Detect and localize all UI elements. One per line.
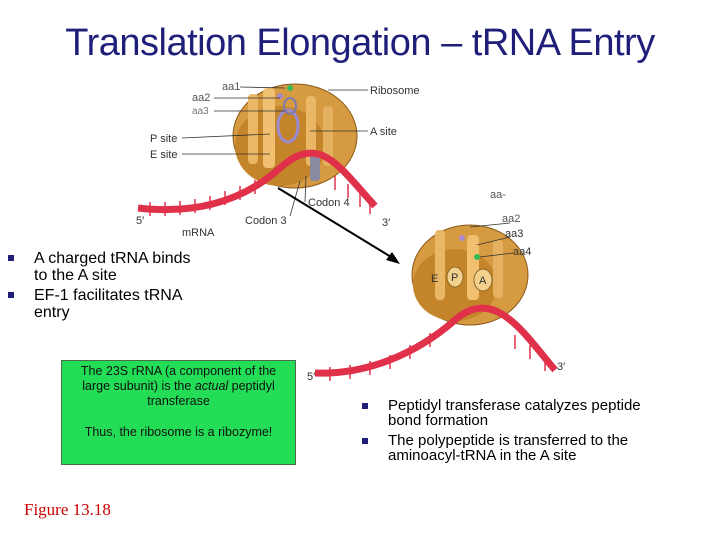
label-5prime: 5′ [136,215,144,227]
label-codon3: Codon 3 [245,215,287,227]
label-aa-incoming: aa- [490,189,506,201]
ribosome-diagram-bottom: aa2 aa3 aa4 E P A 5′ 3′ aa- [307,189,565,383]
bullet-item: The polypeptide is transferred to the am… [362,433,662,463]
label-3prime: 3′ [382,217,390,229]
label-e-site: E site [150,149,178,161]
label-b-5prime: 5′ [307,371,315,383]
label-b-a: A [479,275,487,287]
bullet-marker [362,438,368,444]
label-b-aa3: aa3 [505,228,523,240]
label-aa1: aa1 [222,81,240,93]
callout-line1: The 23S rRNA (a component of the large s… [68,364,289,409]
label-b-3prime: 3′ [557,361,565,373]
figure-caption: Figure 13.18 [24,500,111,519]
slide-title: Translation Elongation – tRNA Entry [65,22,655,64]
label-b-aa4: aa4 [513,246,531,258]
label-codon4: Codon 4 [308,197,350,209]
bullet-marker [8,292,14,298]
label-b-e: E [431,273,438,285]
arrow [277,187,400,264]
callout-line2: Thus, the ribosome is a ribozyme! [84,425,273,439]
bullet-text: EF-1 facilitates tRNA entry [34,287,182,321]
label-aa2: aa2 [192,92,210,104]
callout-emphasis: actual [194,379,229,393]
bullet-item: A charged tRNA binds to the A site [8,250,208,284]
bullet-text: A charged tRNA binds to the A site [34,250,191,284]
bullet-marker [362,403,368,409]
bullets-left: A charged tRNA binds to the A site EF-1 … [8,250,208,324]
bullet-marker [8,255,14,261]
label-ribosome: Ribosome [370,85,420,97]
callout-text: peptidyl transferase [147,379,275,408]
bullets-right: Peptidyl transferase catalyzes peptide b… [362,398,662,468]
bullet-text: The polypeptide is transferred to the am… [388,432,629,464]
label-mrna: mRNA [182,227,215,239]
bullet-item: Peptidyl transferase catalyzes peptide b… [362,398,662,428]
bullet-item: EF-1 facilitates tRNA entry [8,287,208,321]
label-p-site: P site [150,133,177,145]
bullet-text: Peptidyl transferase catalyzes peptide b… [388,397,641,429]
label-a-site: A site [370,126,397,138]
label-aa3: aa3 [192,106,209,117]
label-b-aa2: aa2 [502,213,520,225]
ribozyme-callout-box: The 23S rRNA (a component of the large s… [61,360,296,465]
callout-text: The 23S rRNA (a component of the large s… [80,364,277,393]
ribosome-diagram-top: aa1 aa2 aa3 Ribosome P site E site A sit… [136,81,420,239]
label-b-p: P [451,272,458,284]
